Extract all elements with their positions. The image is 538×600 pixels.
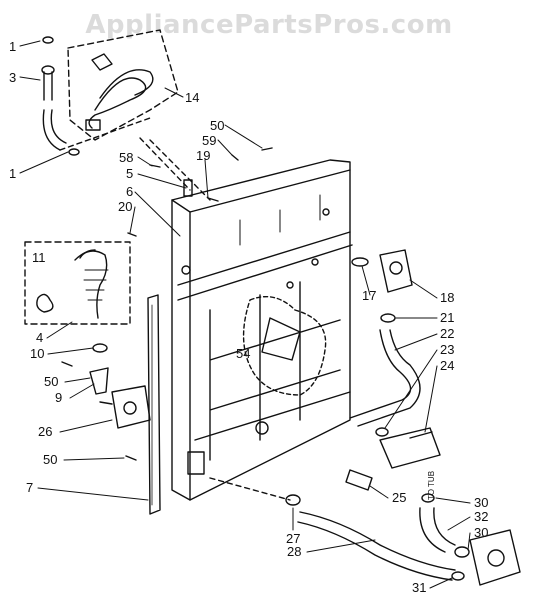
rear-panel xyxy=(171,159,353,501)
watermark: AppliancePartsPros.com xyxy=(85,10,453,40)
callout-label: 1 xyxy=(9,166,16,181)
valve-26 xyxy=(99,385,151,429)
callout-label: 25 xyxy=(392,490,406,505)
callout-label: 19 xyxy=(196,148,210,163)
callout-label: 31 xyxy=(412,580,426,595)
callout-label: 32 xyxy=(474,509,488,524)
side-bracket xyxy=(147,294,161,515)
callout-label: 50 xyxy=(43,452,57,467)
pump-hose xyxy=(419,493,521,586)
leader-lines xyxy=(19,40,471,589)
callout-label: 18 xyxy=(440,290,454,305)
callout-label: 7 xyxy=(26,480,33,495)
callout-labels: 1 3 14 1 50 59 58 19 5 6 20 11 4 10 17 1… xyxy=(9,39,488,595)
callout-label: 17 xyxy=(362,288,376,303)
callout-label: 28 xyxy=(287,544,301,559)
callout-label: 9 xyxy=(55,390,62,405)
callout-label: 23 xyxy=(440,342,454,357)
callout-label: 30 xyxy=(474,495,488,510)
inlet-hose xyxy=(41,36,151,156)
callout-label: 1 xyxy=(9,39,16,54)
callout-label: 3 xyxy=(9,70,16,85)
callout-label: 50 xyxy=(44,374,58,389)
tub-note: TO TUB xyxy=(427,471,436,500)
water-valve xyxy=(349,249,441,469)
callout-label: 54 xyxy=(236,346,250,361)
callout-label: 14 xyxy=(185,90,199,105)
power-cord-group xyxy=(67,29,179,141)
callout-label: 10 xyxy=(30,346,44,361)
callout-label: 24 xyxy=(440,358,454,373)
callout-label: 27 xyxy=(286,531,300,546)
callout-label: 22 xyxy=(440,326,454,341)
callout-label: 20 xyxy=(118,199,132,214)
callout-label: 58 xyxy=(119,150,133,165)
callout-label: 4 xyxy=(36,330,43,345)
callout-label: 11 xyxy=(32,250,46,265)
callout-label: 5 xyxy=(126,166,133,181)
screws-top xyxy=(127,147,273,237)
callout-label: 59 xyxy=(202,133,216,148)
panel-cutout xyxy=(187,296,327,475)
callout-label: 6 xyxy=(126,184,133,199)
hose-box xyxy=(24,241,131,325)
drain-hose xyxy=(209,477,456,581)
callout-label: 30 xyxy=(474,525,488,540)
callout-label: 21 xyxy=(440,310,454,325)
callout-label: 50 xyxy=(210,118,224,133)
callout-label: 26 xyxy=(38,424,52,439)
